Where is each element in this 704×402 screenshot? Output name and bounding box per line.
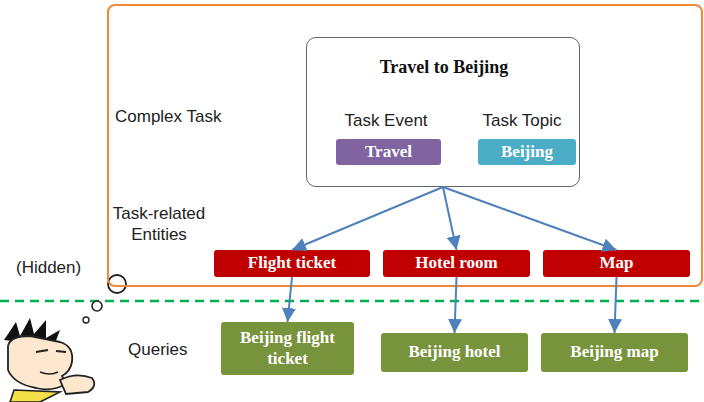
hidden-label: (Hidden) bbox=[16, 258, 81, 278]
query-box: Beijing flight ticket bbox=[221, 322, 354, 375]
person-collar bbox=[10, 390, 60, 402]
frame-label: Complex Task bbox=[115, 106, 225, 127]
query-box: Beijing map bbox=[541, 333, 688, 372]
box-text: Beijing bbox=[501, 142, 553, 162]
person-eye bbox=[56, 351, 66, 352]
event-box: Travel bbox=[336, 139, 441, 165]
query-box: Beijing hotel bbox=[381, 333, 528, 372]
task-title: Travel to Beijing bbox=[307, 56, 581, 79]
thought-bubble bbox=[108, 275, 126, 293]
thought-bubble bbox=[83, 317, 89, 323]
frame-label: Task-related Entities bbox=[111, 203, 207, 246]
box-text: Beijing flight ticket bbox=[227, 328, 348, 369]
arrow-connector bbox=[288, 277, 293, 322]
dashed-divider bbox=[0, 300, 704, 303]
thought-bubble bbox=[92, 301, 102, 311]
box-text: Beijing hotel bbox=[408, 342, 500, 362]
arrow-connector bbox=[443, 187, 617, 250]
thinking-person bbox=[4, 318, 94, 402]
facet-label: Task Topic bbox=[457, 110, 587, 131]
box-text: Beijing map bbox=[570, 342, 658, 362]
person-eye bbox=[36, 350, 48, 352]
entity-box: Hotel room bbox=[383, 250, 530, 277]
person-mouth bbox=[40, 372, 58, 374]
person-hand bbox=[60, 375, 94, 394]
arrow-connector bbox=[292, 187, 443, 250]
topic-box: Beijing bbox=[478, 139, 576, 165]
box-text: Hotel room bbox=[415, 253, 497, 273]
box-text: Travel bbox=[365, 142, 412, 162]
row-label: Queries bbox=[128, 340, 188, 360]
complex-task-frame: Complex TaskTask-related Entities Travel … bbox=[107, 4, 703, 287]
entity-box: Map bbox=[543, 250, 690, 277]
box-text: Flight ticket bbox=[248, 253, 336, 273]
entity-box: Flight ticket bbox=[214, 250, 370, 277]
facet-label: Task Event bbox=[321, 110, 451, 131]
arrow-connector bbox=[443, 187, 457, 250]
box-text: Map bbox=[600, 253, 634, 273]
task-box: Travel to BeijingTask EventTask TopicTra… bbox=[306, 37, 580, 187]
